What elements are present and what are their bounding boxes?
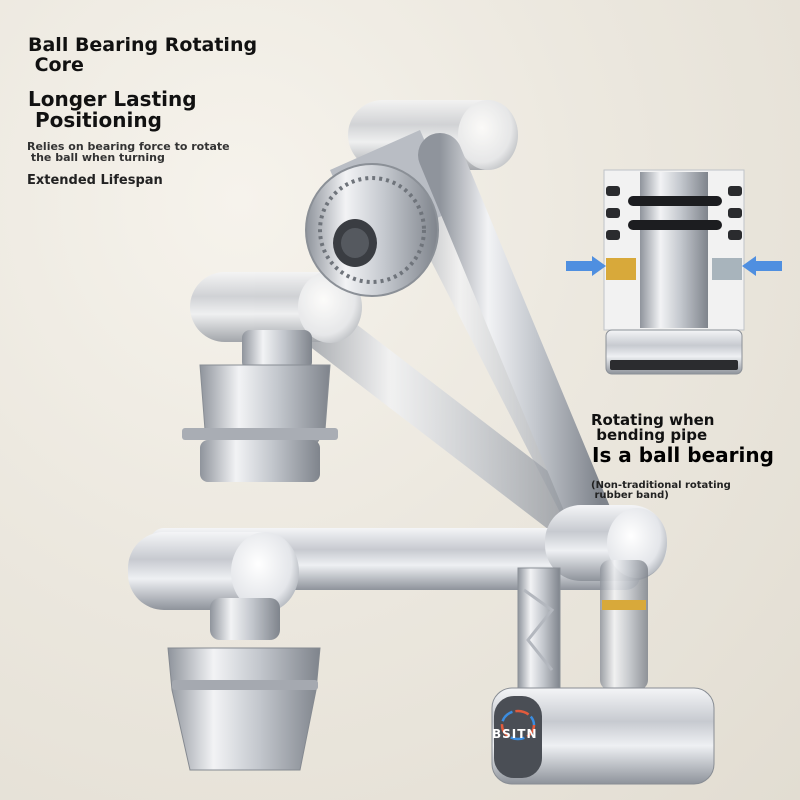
brand-logo-text: BSITN (492, 727, 537, 741)
feature-description: Relies on bearing force to rotate the ba… (27, 140, 230, 164)
lower-aerator-head (167, 598, 321, 771)
callout-note: (Non-traditional rotating rubber band) (591, 480, 731, 501)
feature-title-positioning: Longer Lasting Positioning (28, 87, 197, 132)
middle-aerator-head (182, 330, 338, 482)
callout-is-ball-bearing: Is a ball bearing (592, 443, 774, 467)
bearing-cutaway (603, 169, 745, 375)
ghost-arm-middle (190, 271, 623, 563)
feature-lifespan: Extended Lifespan (27, 173, 163, 188)
pressure-arrow-right (742, 256, 782, 276)
pressure-arrow-left (566, 256, 606, 276)
feature-title-bearing-core: Ball Bearing Rotating Core (28, 34, 258, 76)
faucet-body: BSITN (491, 560, 715, 785)
callout-rotating-when-bending: Rotating when bending pipe (591, 411, 715, 444)
